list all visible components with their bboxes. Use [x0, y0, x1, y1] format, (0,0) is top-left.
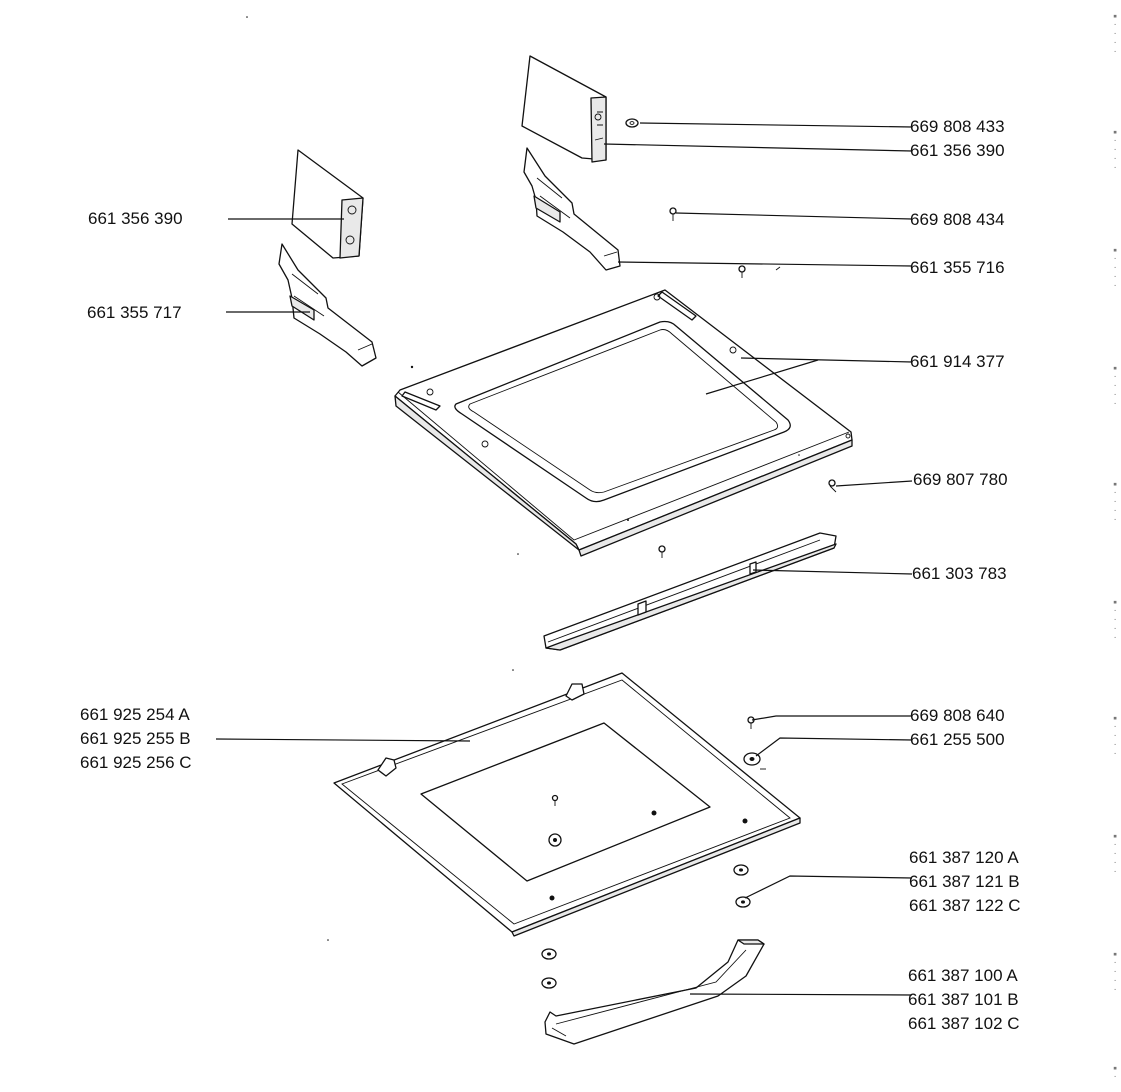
label-inner-door: 661 914 377	[910, 352, 1005, 371]
edge-mark: ▪····	[1113, 364, 1118, 408]
edge-mark: ▪·	[1113, 1064, 1118, 1081]
label-screw-inner: 669 807 780	[913, 470, 1008, 489]
edge-mark: ▪····	[1113, 246, 1118, 290]
edge-mark: ▪····	[1113, 480, 1118, 524]
label-hinge-cover-left: 661 356 390	[88, 209, 183, 228]
screw-669808640	[747, 716, 755, 729]
label-strip: 661 303 783	[912, 564, 1007, 583]
label-spacers: 661 387 120 A 661 387 121 B 661 387 122 …	[909, 848, 1021, 915]
label-washer-top: 669 808 433	[910, 117, 1005, 136]
label-hinge-arm-left: 661 355 717	[87, 303, 182, 322]
washer-661255500	[743, 752, 766, 770]
hinge-arm-right	[523, 147, 621, 271]
label-washer: 661 255 500	[910, 730, 1005, 749]
leader-lines	[215, 122, 913, 996]
screw-669807780	[828, 479, 837, 493]
hinge-cover-left	[291, 149, 364, 259]
label-handle: 661 387 100 A 661 387 101 B 661 387 102 …	[908, 966, 1020, 1033]
edge-mark: ▪····	[1113, 714, 1118, 758]
label-hinge-arm-right: 661 355 716	[910, 258, 1005, 277]
spacers-right	[733, 864, 751, 908]
screw-small	[738, 265, 746, 278]
label-hinge-cover-right: 661 356 390	[910, 141, 1005, 160]
hinge-arm-left	[278, 243, 377, 367]
scan-specks	[246, 16, 800, 941]
screw-669808434	[669, 207, 677, 221]
door-handle	[544, 939, 765, 1045]
screw-under-panel	[658, 545, 666, 558]
edge-mark: ▪····	[1113, 598, 1118, 642]
inner-door-panel	[394, 289, 853, 557]
outer-door-panel	[333, 672, 801, 937]
label-screw-right: 669 808 434	[910, 210, 1005, 229]
edge-mark: ▪····	[1113, 832, 1118, 876]
washer-669808433	[625, 118, 639, 128]
hinge-cover-right	[521, 55, 607, 163]
spacers-left	[541, 948, 557, 989]
edge-mark: ▪····	[1113, 12, 1118, 56]
label-outer-door: 661 925 254 A 661 925 255 B 661 925 256 …	[80, 705, 192, 772]
edge-mark: ▪····	[1113, 128, 1118, 172]
label-screw-outer: 669 808 640	[910, 706, 1005, 725]
edge-mark: ▪····	[1113, 950, 1118, 994]
